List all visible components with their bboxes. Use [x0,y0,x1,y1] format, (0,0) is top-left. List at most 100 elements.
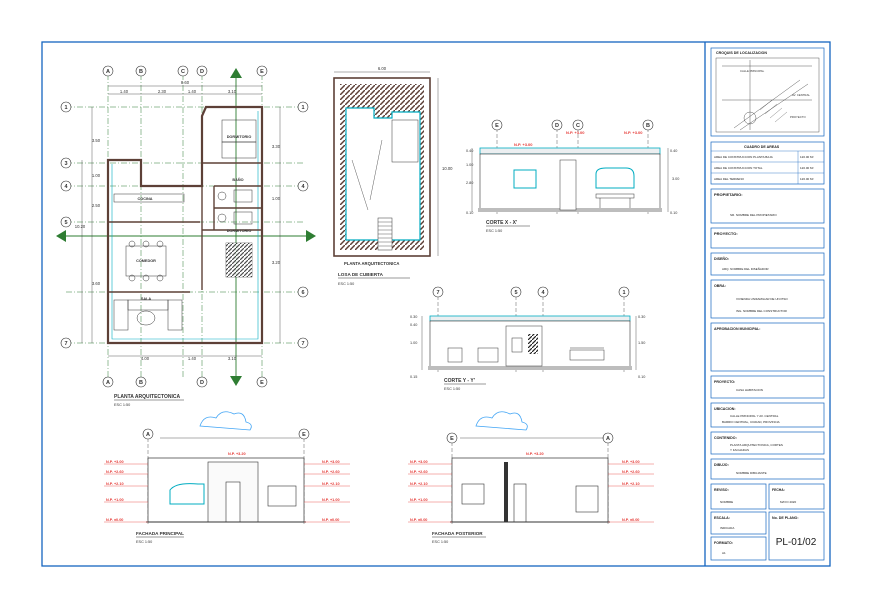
axis-label: E [495,123,499,129]
axis-label: C [181,69,185,75]
design-value: ARQ. NOMBRE DEL DISEÑADOR [722,266,769,271]
reviewed-label: REVISO: [714,488,729,492]
format-value: A1 [722,551,726,555]
location-value-2: BARRIO CENTRAL, CIUDAD, PROVINCIA [722,420,780,424]
level-label: N.P. ±0.00 [622,518,639,522]
dim-label: 3.30 [272,144,281,149]
room-label: SALA [141,297,152,301]
axis-label: 7 [436,290,439,296]
roof-plan: 6.00 10.00 PLANTA ARQUITECTONICA LOSA DE… [333,66,453,286]
area-row-value: 126.00 M² [800,177,814,181]
drawing-scale: ESC 1:50 [444,387,460,391]
level-label: N.P. +3.00 [106,460,124,464]
dim-label: 1.00 [410,341,417,345]
drawing-scale: ESC 1:50 [338,282,354,286]
axis-label: 1 [301,105,304,111]
location-map [715,57,820,133]
dim-label: 3.00 [672,177,679,181]
level-label: N.P. +3.00 [566,130,585,135]
dim-label: 1.40 [188,356,197,361]
map-label: AV. CENTRAL [792,93,810,97]
axis-label: D [200,69,204,75]
axis-label: D [200,380,204,386]
drawing-title: LOSA DE CUBIERTA [338,272,384,277]
drawing-title: PLANTA ARQUITECTONICA [114,394,180,400]
dim-label: 0.40 [410,323,417,327]
format-label: FORMATO: [714,541,733,545]
level-label: N.P. +2.10 [410,482,428,486]
floor-plan: DORMITORIO COCINA COMEDOR SALA BAÑO DORM… [56,65,316,407]
axis-label: 1 [622,290,625,296]
design-label: DISEÑO: [714,256,729,261]
drawing-scale: ESC 1:50 [486,229,502,233]
date-label: FECHA: [772,488,785,492]
drawing-value: NOMBRE DIBUJANTE [736,471,767,475]
axis-label: 5 [514,290,517,296]
dim-label: 1.00 [466,163,473,167]
dim-label: 3.60 [92,281,101,286]
axis-label: E [260,380,264,386]
dim-label: 8.60 [181,80,190,85]
axis-label: B [139,69,143,75]
level-label: N.P. +2.60 [106,470,124,474]
project2-value: CASA HABITACION [736,388,763,392]
level-label: N.P. +1.00 [410,498,428,502]
builder-value-2: ING. NOMBRE DEL CONSTRUCTOR [736,309,788,313]
section-y: 7 5 4 1 0.30 0.40 1.00 0.15 0.30 1.50 0.… [410,286,645,391]
axis-label: D [555,123,559,129]
axis-label: 4 [541,290,545,296]
dim-label: 0.30 [638,315,645,319]
sheet-number-label: No. DE PLANO: [772,516,799,520]
axis-label: 4 [301,184,305,190]
drawing-title: FACHADA PRINCIPAL [136,531,184,536]
dim-label: 10.00 [442,166,453,171]
dim-label: 1.40 [188,89,197,94]
dim-label: 6.00 [378,66,387,71]
area-row-label: AREA DEL TERRENO [714,177,745,181]
project2-label: PROYECTO: [714,380,735,384]
axis-label: B [646,123,650,129]
map-label: PROYECTO [790,115,806,119]
content-label: CONTENIDO: [714,436,737,440]
axis-label: A [106,380,110,386]
level-label: N.P. +2.60 [410,470,428,474]
axis-label: 7 [301,341,304,347]
location-value: CALLE PRINCIPAL Y AV. CENTRAL [730,414,779,418]
axis-label: 4 [64,184,68,190]
drawing-scale: ESC 1:50 [136,540,152,544]
dim-label: 1.00 [272,196,281,201]
facade-rear: E A N.P. +3.00 N.P. +2.60 N.P. +2.10 N.P… [408,411,654,544]
owner-label: PROPIETARIO: [714,192,743,197]
dim-label: 2.80 [466,181,473,185]
dim-label: 2.50 [92,203,101,208]
axis-label: E [302,432,306,438]
axis-label: 5 [64,220,67,226]
area-row-label: AREA DE CONSTRUCCION TOTAL [714,166,763,170]
level-label: N.P. ±0.00 [410,518,427,522]
level-label: N.P. +1.00 [322,498,340,502]
owner-value: SR. NOMBRE DEL PROPIETARIO [730,213,777,217]
drawing-title: PLANTA ARQUITECTONICA [344,261,399,266]
dim-label: 10.20 [75,224,86,229]
level-label: N.P. +2.60 [322,470,340,474]
axis-label: A [106,69,110,75]
axis-label: B [139,380,143,386]
location-header: CROQUIS DE LOCALIZACION [716,51,767,55]
dim-label: 3.10 [228,89,237,94]
axis-label: A [146,432,150,438]
drawing-label: DIBUJO: [714,463,729,467]
axis-label: 1 [64,105,67,111]
axis-label: C [576,123,580,129]
drawing-title: CORTE Y - Y' [444,378,475,384]
builder-label: OBRA: [714,284,726,288]
level-label: N.P. +1.00 [106,498,124,502]
level-label: N.P. ±0.00 [106,518,123,522]
dim-label: 4.00 [141,356,150,361]
dim-label: 3.10 [228,356,237,361]
level-label: N.P. +3.00 [410,460,428,464]
area-row-label: AREA DE CONSTRUCCION PLANTA BAJA [714,155,773,159]
facade-main: A E N.P. +3.00 N.P. +2.60 N.P. +2.10 N.P… [104,411,350,544]
approval-label: APROBACION MUNICIPAL: [714,327,760,331]
dim-label: 0.10 [466,211,473,215]
